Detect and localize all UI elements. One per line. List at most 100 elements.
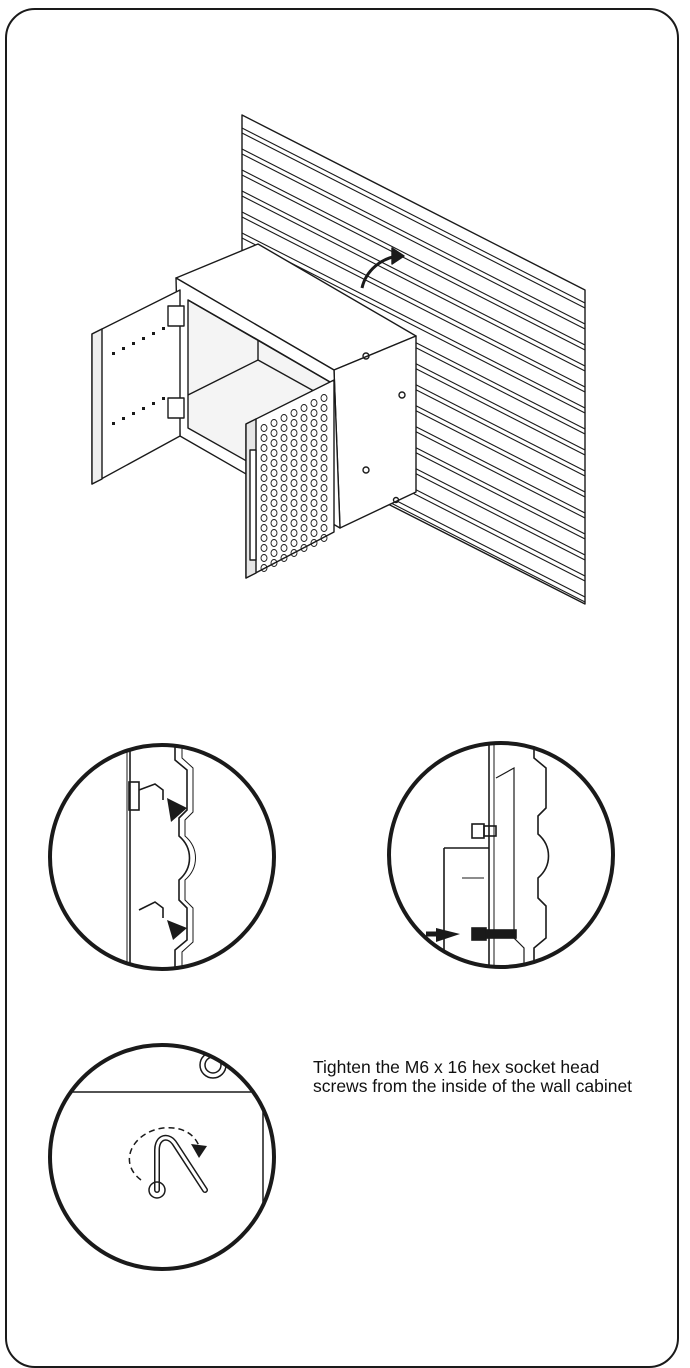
door-perforation <box>290 499 298 507</box>
door-perforation <box>310 529 318 537</box>
door-perforation <box>270 439 278 447</box>
door-perforation <box>280 554 288 562</box>
door-perforation <box>310 429 318 437</box>
door-perforation <box>280 434 288 442</box>
door-perforation <box>320 464 328 472</box>
door-perforation <box>320 484 328 492</box>
door-perforation <box>280 524 288 532</box>
door-perforation <box>310 499 318 507</box>
door-perforation <box>260 494 268 502</box>
door-hole <box>152 402 155 405</box>
door-perforation <box>300 484 308 492</box>
door-perforation <box>260 504 268 512</box>
detail-bolt-insertion <box>387 741 615 969</box>
door-perforation <box>320 514 328 522</box>
door-perforation <box>290 419 298 427</box>
door-perforation <box>310 519 318 527</box>
door-perforation <box>310 509 318 517</box>
door-perforation <box>290 509 298 517</box>
door-perforation <box>310 399 318 407</box>
door-hole <box>142 337 145 340</box>
door-perforation <box>260 484 268 492</box>
door-perforation <box>320 474 328 482</box>
door-perforation <box>320 394 328 402</box>
door-perforation <box>260 434 268 442</box>
slat-line <box>241 127 586 304</box>
door-perforation <box>310 489 318 497</box>
door-perforation <box>300 524 308 532</box>
door-perforation <box>270 489 278 497</box>
door-perforation <box>310 479 318 487</box>
door-perforation <box>310 539 318 547</box>
door-perforation <box>270 539 278 547</box>
door-perforation <box>270 549 278 557</box>
door-perforation <box>290 469 298 477</box>
door-perforation <box>290 439 298 447</box>
door-perforation <box>280 484 288 492</box>
door-perforation <box>320 534 328 542</box>
slat-line <box>241 195 586 372</box>
door-perforation <box>270 559 278 567</box>
door-perforation <box>290 539 298 547</box>
door-perforation <box>320 504 328 512</box>
door-hole <box>162 327 165 330</box>
slat-line <box>241 190 586 367</box>
door-perforation <box>310 409 318 417</box>
door-perforation <box>300 434 308 442</box>
door-perforation <box>260 464 268 472</box>
slat-line <box>241 132 586 309</box>
door-perforation <box>270 469 278 477</box>
door-perforation <box>290 479 298 487</box>
right-perforated-door <box>245 379 335 579</box>
door-perforation <box>310 439 318 447</box>
door-perforation <box>280 414 288 422</box>
door-perforation <box>300 534 308 542</box>
door-perforation <box>320 494 328 502</box>
door-perforation <box>300 404 308 412</box>
door-perforation <box>320 524 328 532</box>
door-perforation <box>270 419 278 427</box>
door-perforation <box>320 414 328 422</box>
door-perforation <box>270 449 278 457</box>
door-hole <box>112 422 115 425</box>
slat-line <box>241 169 586 346</box>
instruction-text: Tighten the M6 x 16 hex socket head scre… <box>313 1057 633 1096</box>
door-perforation <box>260 524 268 532</box>
door-hole <box>122 347 125 350</box>
door-perforation <box>260 454 268 462</box>
door-perforation <box>280 514 288 522</box>
door-perforation <box>280 474 288 482</box>
cabinet-slatwall-illustration <box>91 114 586 605</box>
door-perforation <box>300 544 308 552</box>
door-perforation <box>270 519 278 527</box>
door-perforation <box>290 529 298 537</box>
door-perforation <box>310 449 318 457</box>
door-hole <box>132 342 135 345</box>
door-perforation <box>280 464 288 472</box>
door-perforation <box>260 514 268 522</box>
door-perforation <box>260 554 268 562</box>
door-perforation <box>260 544 268 552</box>
door-perforation <box>260 424 268 432</box>
pointer-arrow-icon <box>167 798 187 940</box>
door-perforation <box>320 454 328 462</box>
door-perforation <box>260 564 268 572</box>
door-hole <box>112 352 115 355</box>
door-perforation <box>280 454 288 462</box>
slat-line <box>241 174 586 351</box>
door-perforation <box>310 419 318 427</box>
slat-line <box>241 148 586 325</box>
detail-hex-key-tightening <box>48 1043 276 1271</box>
door-perforation <box>320 404 328 412</box>
door-perforation <box>300 504 308 512</box>
door-perforation <box>280 494 288 502</box>
door-perforation <box>310 469 318 477</box>
door-perforation <box>270 429 278 437</box>
slat-line <box>241 216 586 393</box>
door-perforation <box>300 424 308 432</box>
detail-hook-engagement <box>48 743 276 971</box>
door-perforation <box>300 514 308 522</box>
door-perforation <box>290 549 298 557</box>
door-perforation <box>290 489 298 497</box>
door-perforation <box>270 529 278 537</box>
